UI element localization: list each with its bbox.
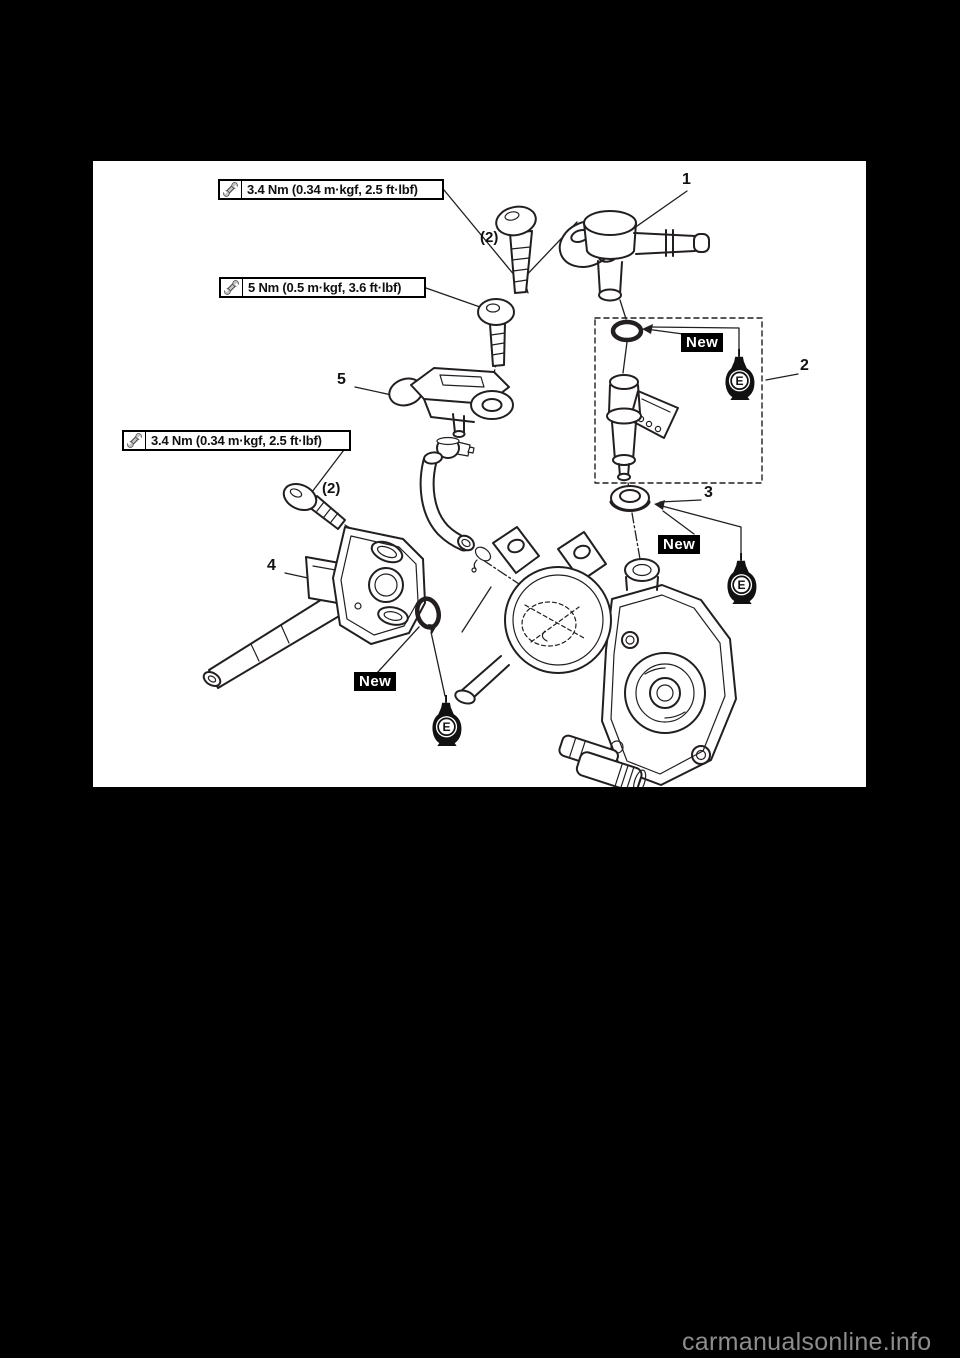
bolt-left <box>282 482 346 530</box>
part-fuel-joint <box>558 210 710 302</box>
bolt-middle <box>477 298 515 367</box>
wrench-icon <box>221 279 243 296</box>
callout-4: 4 <box>267 557 276 574</box>
svg-text:E: E <box>738 578 746 592</box>
part-fuel-injector <box>606 374 679 482</box>
retaining-clip <box>471 546 492 573</box>
oil-bottle-icon: E <box>432 695 462 747</box>
part-throttle-position-sensor <box>202 526 426 689</box>
torque-spec-value: 3.4 Nm (0.34 m·kgf, 2.5 ft·lbf) <box>247 182 418 197</box>
svg-text:E: E <box>736 374 744 388</box>
o-ring-sensor <box>414 596 442 630</box>
callout-2: 2 <box>800 357 809 374</box>
part-sensor-top <box>388 367 514 438</box>
hose <box>419 451 475 552</box>
torque-spec-box-1: 3.4 Nm (0.34 m·kgf, 2.5 ft·lbf) <box>218 179 444 200</box>
callout-1: 1 <box>682 171 691 188</box>
callout-5: 5 <box>337 371 346 388</box>
new-part-tag: New <box>658 535 701 554</box>
torque-spec-value: 3.4 Nm (0.34 m·kgf, 2.5 ft·lbf) <box>151 433 322 448</box>
part-throttle-body <box>454 526 737 787</box>
oil-bottle-icon: E <box>727 553 757 605</box>
qty-note-top-bolt: (2) <box>480 229 499 246</box>
hose-clamp <box>436 436 475 459</box>
callout-3: 3 <box>704 484 713 501</box>
qty-note-left-bolt: (2) <box>322 480 341 497</box>
svg-text:E: E <box>443 720 451 734</box>
injector-dashed-box <box>594 317 763 484</box>
torque-spec-box-3: 3.4 Nm (0.34 m·kgf, 2.5 ft·lbf) <box>122 430 351 451</box>
o-ring-injector <box>610 319 644 343</box>
new-part-tag: New <box>681 333 724 352</box>
torque-spec-box-2: 5 Nm (0.5 m·kgf, 3.6 ft·lbf) <box>219 277 426 298</box>
watermark: carmanualsonline.info <box>682 1328 932 1356</box>
bolt-top <box>495 205 537 294</box>
wrench-icon <box>124 432 146 449</box>
exploded-diagram: 3.4 Nm (0.34 m·kgf, 2.5 ft·lbf) 5 Nm (0.… <box>93 161 866 787</box>
part-seal <box>609 485 651 512</box>
throttle-body-illustration <box>202 189 799 787</box>
torque-spec-value: 5 Nm (0.5 m·kgf, 3.6 ft·lbf) <box>248 280 402 295</box>
new-part-tag: New <box>354 672 397 691</box>
oil-bottle-icon: E <box>725 349 755 401</box>
wrench-icon <box>220 181 242 198</box>
